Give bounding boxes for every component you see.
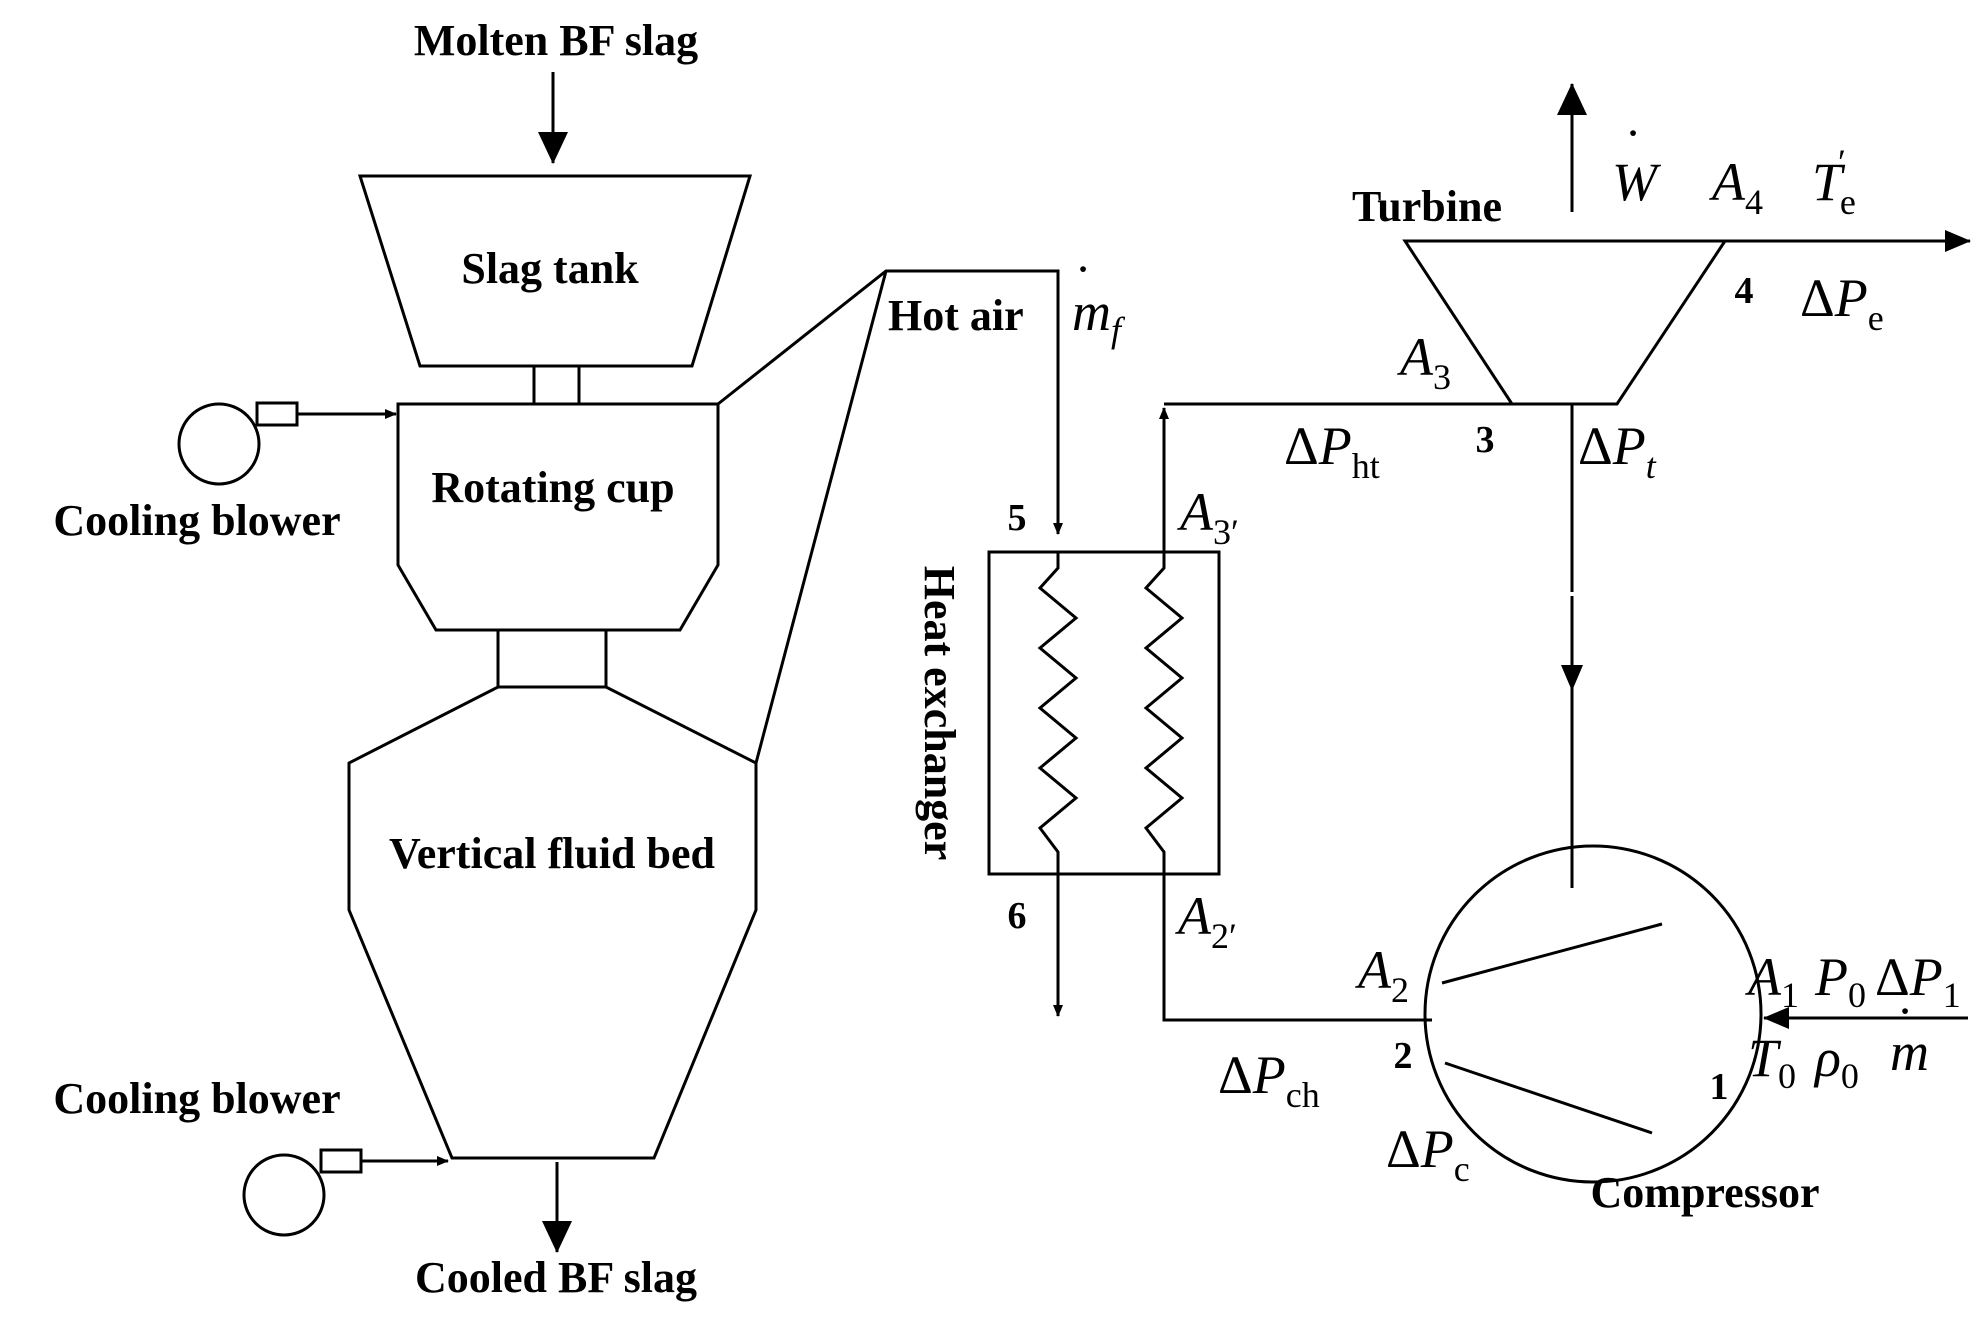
p0-symbol: P0 <box>1814 947 1866 1015</box>
hx-coil-cold <box>1143 552 1185 874</box>
mdot-symbol: m <box>1890 1022 1929 1082</box>
rotating-cup <box>396 402 720 632</box>
cooling-blower-top <box>177 401 397 486</box>
node-1: 1 <box>1710 1066 1729 1108</box>
rho0-symbol: ρ0 <box>1813 1028 1859 1096</box>
a3p-symbol: A3′ <box>1177 482 1239 552</box>
node-2: 2 <box>1394 1035 1413 1077</box>
t0-symbol: T0 <box>1748 1028 1796 1096</box>
a1-symbol: A1 <box>1745 947 1799 1015</box>
compressor-blade-upper <box>1441 922 1663 985</box>
dpt-symbol: ΔPt <box>1578 416 1657 486</box>
dpch-symbol: ΔPch <box>1218 1045 1320 1115</box>
dpc-symbol: ΔPc <box>1386 1119 1470 1189</box>
turbine-label: Turbine <box>1352 182 1502 231</box>
slag-tank-label: Slag tank <box>461 244 639 293</box>
compressor-to-hx-pipe <box>1162 874 1432 1022</box>
node-6: 6 <box>1008 895 1027 937</box>
slag-tank <box>357 174 753 368</box>
hot-air-duct-top <box>717 269 1063 535</box>
fluid-bed-label: Vertical fluid bed <box>389 829 715 878</box>
work-dot: ˙ <box>1624 118 1642 178</box>
a4-symbol: A4 <box>1709 152 1763 222</box>
node-4: 4 <box>1735 270 1754 312</box>
a2p-symbol: A2′ <box>1175 886 1237 956</box>
compressor-blade-lower <box>1444 1061 1653 1135</box>
a2-symbol: A2 <box>1355 940 1409 1010</box>
turbine <box>1402 239 1728 406</box>
hot-air-duct-bottom <box>754 270 888 764</box>
dpht-symbol: ΔPht <box>1284 416 1380 486</box>
work-symbol: W <box>1612 152 1662 212</box>
molten-slag-label: Molten BF slag <box>414 16 698 65</box>
dp1-symbol: ΔP1 <box>1875 947 1961 1015</box>
cooling-blower-bottom-label: Cooling blower <box>53 1074 340 1123</box>
cooling-blower-top-label: Cooling blower <box>53 496 340 545</box>
mf-dot: ˙ <box>1074 254 1092 314</box>
cooled-slag-label: Cooled BF slag <box>415 1253 697 1302</box>
cup-to-bed-neck <box>496 628 608 689</box>
vertical-fluid-bed <box>347 685 758 1160</box>
cooling-blower-bottom <box>242 1148 449 1237</box>
hot-air-label: Hot air <box>888 291 1024 340</box>
node-3: 3 <box>1476 419 1495 461</box>
hx-coil-hot <box>1037 552 1079 874</box>
node-5: 5 <box>1008 497 1027 539</box>
mdot-dot: ˙ <box>1896 996 1914 1056</box>
heat-exchanger-label: Heat exchanger <box>915 566 964 860</box>
a3-symbol: A3 <box>1397 327 1451 397</box>
slag-tank-neck <box>532 364 581 406</box>
compressor-label: Compressor <box>1591 1168 1820 1217</box>
compressor <box>1423 844 1763 1184</box>
heat-exchanger <box>987 550 1221 876</box>
dpe-symbol: ΔPe <box>1800 268 1884 338</box>
te-symbol: T′e <box>1812 142 1856 222</box>
rotating-cup-label: Rotating cup <box>431 463 674 512</box>
